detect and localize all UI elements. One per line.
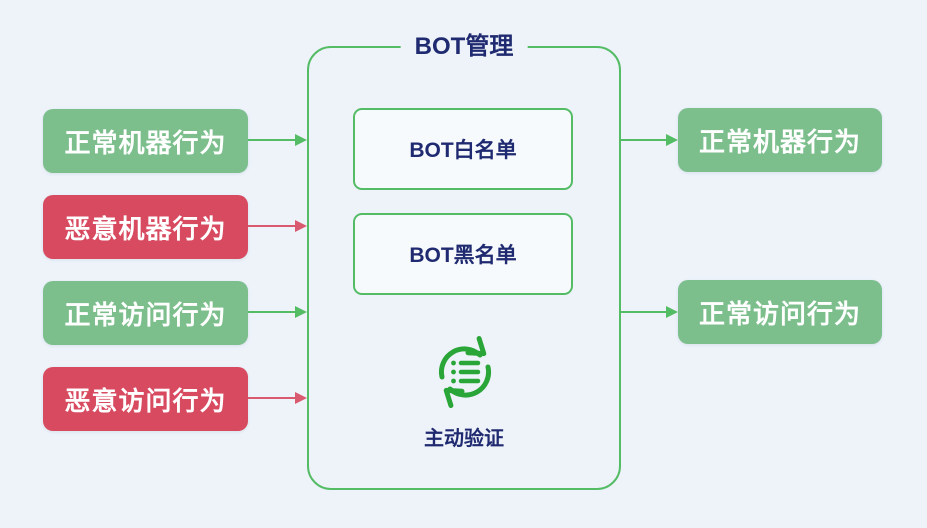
- node-label: 正常访问行为: [698, 298, 861, 329]
- sync-list-icon: [438, 336, 492, 408]
- arrow-right-icon: [248, 220, 307, 232]
- bot-management-title: BOT管理: [400, 31, 528, 63]
- arrow-right-icon: [621, 306, 678, 318]
- node-output-normal-machine-behavior: 正常机器行为: [678, 108, 882, 172]
- node-normal-machine-behavior: 正常机器行为: [43, 109, 248, 173]
- active-verification-label: 主动验证: [424, 428, 504, 450]
- node-malicious-machine-behavior: 恶意机器行为: [43, 195, 248, 259]
- node-label: 正常机器行为: [698, 126, 861, 157]
- arrow-right-icon: [248, 392, 307, 404]
- bot-blacklist-label: BOT黑名单: [409, 244, 517, 267]
- bot-management-container: BOT管理 BOT白名单 BOT黑名单 主动验证: [307, 31, 621, 490]
- node-label: 恶意机器行为: [64, 213, 227, 244]
- arrow-right-icon: [248, 134, 307, 146]
- arrow-right-icon: [248, 306, 307, 318]
- bot-whitelist-box: BOT白名单: [353, 108, 573, 190]
- node-label: 正常机器行为: [64, 127, 227, 158]
- bot-whitelist-label: BOT白名单: [409, 139, 517, 162]
- node-label: 恶意访问行为: [64, 385, 227, 416]
- node-output-normal-access-behavior: 正常访问行为: [678, 280, 882, 344]
- node-normal-access-behavior: 正常访问行为: [43, 281, 248, 345]
- bot-blacklist-box: BOT黑名单: [353, 213, 573, 295]
- node-label: 正常访问行为: [64, 299, 227, 330]
- arrow-right-icon: [621, 134, 678, 146]
- node-malicious-access-behavior: 恶意访问行为: [43, 367, 248, 431]
